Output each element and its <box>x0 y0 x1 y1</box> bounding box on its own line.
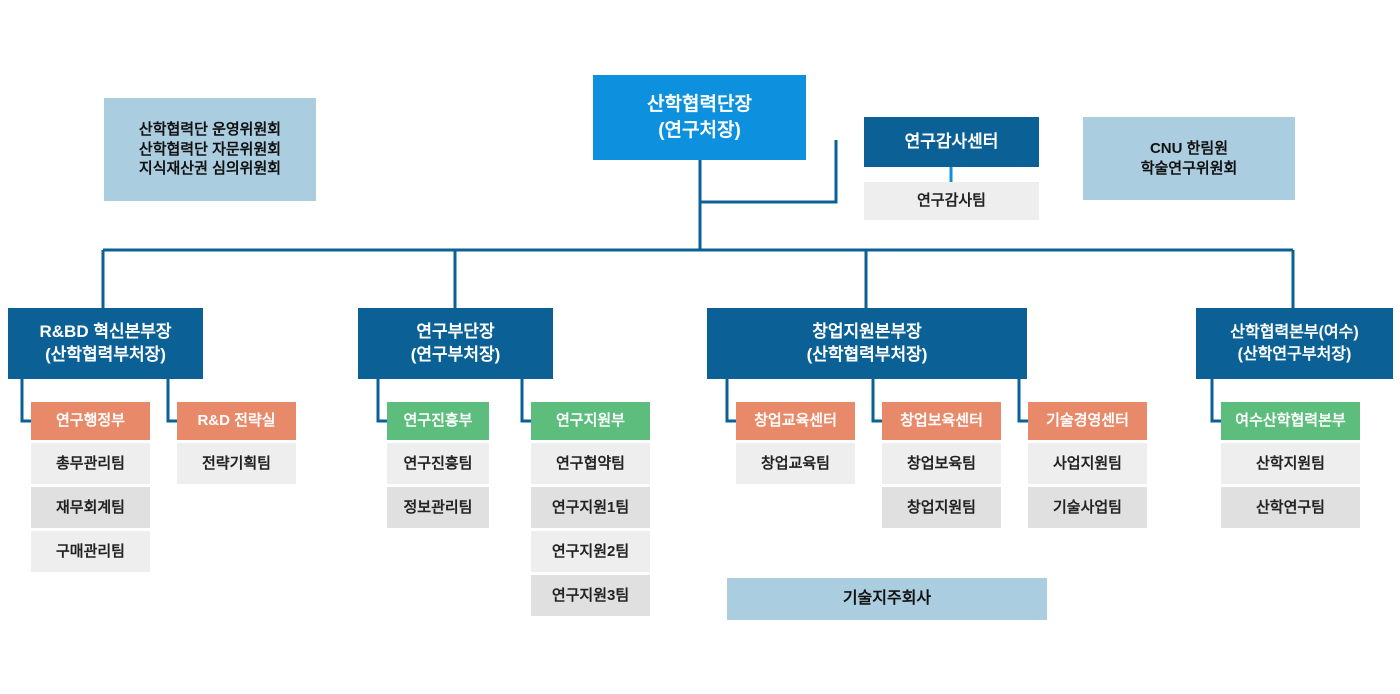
left-committee-line3: 지식재산권 심의위원회 <box>138 160 282 178</box>
department-1-1-label: 연구지원부 <box>555 412 625 430</box>
team-box-1-1-0[interactable]: 연구협약팀 <box>531 443 650 484</box>
connector-elbow-d2-dept2 <box>1017 379 1028 423</box>
team-box-0-0-0[interactable]: 총무관리팀 <box>31 443 150 484</box>
executive-box[interactable]: 산학협력단장 (연구처장) <box>593 75 806 160</box>
team-box-1-1-2[interactable]: 연구지원2팀 <box>531 531 650 572</box>
team-1-0-0-label: 연구진흥팀 <box>403 454 473 472</box>
team-box-2-2-0[interactable]: 사업지원팀 <box>1028 443 1147 484</box>
audit-center-title: 연구감사센터 <box>904 131 999 151</box>
connector-elbow-d2-dept0 <box>725 379 736 423</box>
department-0-0-label: 연구행정부 <box>55 412 125 430</box>
connector-exec-to-audit <box>700 140 838 204</box>
team-0-0-0-label: 총무관리팀 <box>55 454 125 472</box>
division-3-line2: (산학연구부처장) <box>1237 345 1352 363</box>
department-box-0-0[interactable]: 연구행정부 <box>31 402 150 440</box>
team-2-2-1-label: 기술사업팀 <box>1052 498 1122 516</box>
team-box-2-1-0[interactable]: 창업보육팀 <box>882 443 1001 484</box>
right-committee-line2: 학술연구위원회 <box>1140 159 1238 177</box>
audit-center-box[interactable]: 연구감사센터 <box>864 117 1039 167</box>
team-2-0-0-label: 창업교육팀 <box>760 454 830 472</box>
team-box-2-0-0[interactable]: 창업교육팀 <box>736 443 855 484</box>
connector-elbow-d0-dept0 <box>20 379 31 423</box>
division-box-0[interactable]: R&BD 혁신본부장 (산학협력부처장) <box>8 308 203 379</box>
division-box-3[interactable]: 산학협력본부(여수) (산학연구부처장) <box>1196 308 1393 379</box>
holding-company-box[interactable]: 기술지주회사 <box>727 578 1047 620</box>
department-2-1-label: 창업보육센터 <box>900 412 983 430</box>
team-2-2-0-label: 사업지원팀 <box>1052 454 1122 472</box>
department-box-2-0[interactable]: 창업교육센터 <box>736 402 855 440</box>
executive-title-line1: 산학협력단장 <box>647 94 752 116</box>
team-1-1-1-label: 연구지원1팀 <box>551 498 630 516</box>
department-2-0-label: 창업교육센터 <box>754 412 837 430</box>
left-committee-panel: 산학협력단 운영위원회 산학협력단 자문위원회 지식재산권 심의위원회 <box>104 98 316 201</box>
team-3-0-0-label: 산학지원팀 <box>1255 454 1325 472</box>
team-box-1-1-1[interactable]: 연구지원1팀 <box>531 487 650 528</box>
team-0-0-1-label: 재무회계팀 <box>55 498 125 516</box>
department-box-3-0[interactable]: 여수산학협력본부 <box>1221 402 1360 440</box>
team-3-0-1-label: 산학연구팀 <box>1255 498 1325 516</box>
connector-elbow-d3-dept0 <box>1210 379 1221 423</box>
team-0-0-2-label: 구매관리팀 <box>55 542 125 560</box>
division-2-line2: (산학협력부처장) <box>806 344 928 364</box>
division-3-line1: 산학협력본부(여수) <box>1230 324 1359 342</box>
department-1-0-label: 연구진흥부 <box>403 412 473 430</box>
holding-company-label: 기술지주회사 <box>842 590 932 608</box>
division-0-line2: (산학협력부처장) <box>45 344 166 364</box>
division-1-line1: 연구부단장 <box>416 322 495 342</box>
team-box-1-0-1[interactable]: 정보관리팀 <box>387 487 489 528</box>
team-box-0-0-1[interactable]: 재무회계팀 <box>31 487 150 528</box>
division-1-line2: (연구부처장) <box>410 344 501 364</box>
audit-team-box[interactable]: 연구감사팀 <box>864 182 1039 220</box>
department-0-1-label: R&D 전략실 <box>197 412 276 430</box>
team-2-1-0-label: 창업보육팀 <box>906 454 976 472</box>
team-1-1-3-label: 연구지원3팀 <box>551 586 630 604</box>
team-box-3-0-1[interactable]: 산학연구팀 <box>1221 487 1360 528</box>
right-committee-line1: CNU 한림원 <box>1149 139 1229 157</box>
connector-elbow-d0-dept1 <box>166 379 177 423</box>
team-1-1-0-label: 연구협약팀 <box>555 454 625 472</box>
team-1-1-2-label: 연구지원2팀 <box>551 542 630 560</box>
team-box-1-0-0[interactable]: 연구진흥팀 <box>387 443 489 484</box>
connector-elbow-d1-dept1 <box>520 379 531 423</box>
division-box-1[interactable]: 연구부단장 (연구부처장) <box>358 308 553 379</box>
left-committee-line1: 산학협력단 운영위원회 <box>138 120 282 138</box>
department-box-0-1[interactable]: R&D 전략실 <box>177 402 296 440</box>
team-box-0-0-2[interactable]: 구매관리팀 <box>31 531 150 572</box>
connector-elbow-d1-dept0 <box>376 379 387 423</box>
team-box-2-2-1[interactable]: 기술사업팀 <box>1028 487 1147 528</box>
team-2-1-1-label: 창업지원팀 <box>906 498 976 516</box>
division-0-line1: R&BD 혁신본부장 <box>39 322 172 342</box>
department-box-1-0[interactable]: 연구진흥부 <box>387 402 489 440</box>
right-committee-panel: CNU 한림원 학술연구위원회 <box>1083 117 1295 200</box>
department-3-0-label: 여수산학협력본부 <box>1235 412 1346 430</box>
team-box-2-1-1[interactable]: 창업지원팀 <box>882 487 1001 528</box>
department-box-2-2[interactable]: 기술경영센터 <box>1028 402 1147 440</box>
department-box-2-1[interactable]: 창업보육센터 <box>882 402 1001 440</box>
team-box-1-1-3[interactable]: 연구지원3팀 <box>531 575 650 616</box>
division-2-line1: 창업지원본부장 <box>812 322 922 342</box>
team-box-0-1-0[interactable]: 전략기획팀 <box>177 443 296 484</box>
connector-elbow-d2-dept1 <box>871 379 882 423</box>
team-box-3-0-0[interactable]: 산학지원팀 <box>1221 443 1360 484</box>
division-box-2[interactable]: 창업지원본부장 (산학협력부처장) <box>707 308 1027 379</box>
department-2-2-label: 기술경영센터 <box>1046 412 1129 430</box>
department-box-1-1[interactable]: 연구지원부 <box>531 402 650 440</box>
team-1-0-1-label: 정보관리팀 <box>403 498 473 516</box>
audit-team-label: 연구감사팀 <box>916 192 986 210</box>
left-committee-line2: 산학협력단 자문위원회 <box>138 140 282 158</box>
executive-title-line2: (연구처장) <box>658 119 741 141</box>
team-0-1-0-label: 전략기획팀 <box>201 454 271 472</box>
